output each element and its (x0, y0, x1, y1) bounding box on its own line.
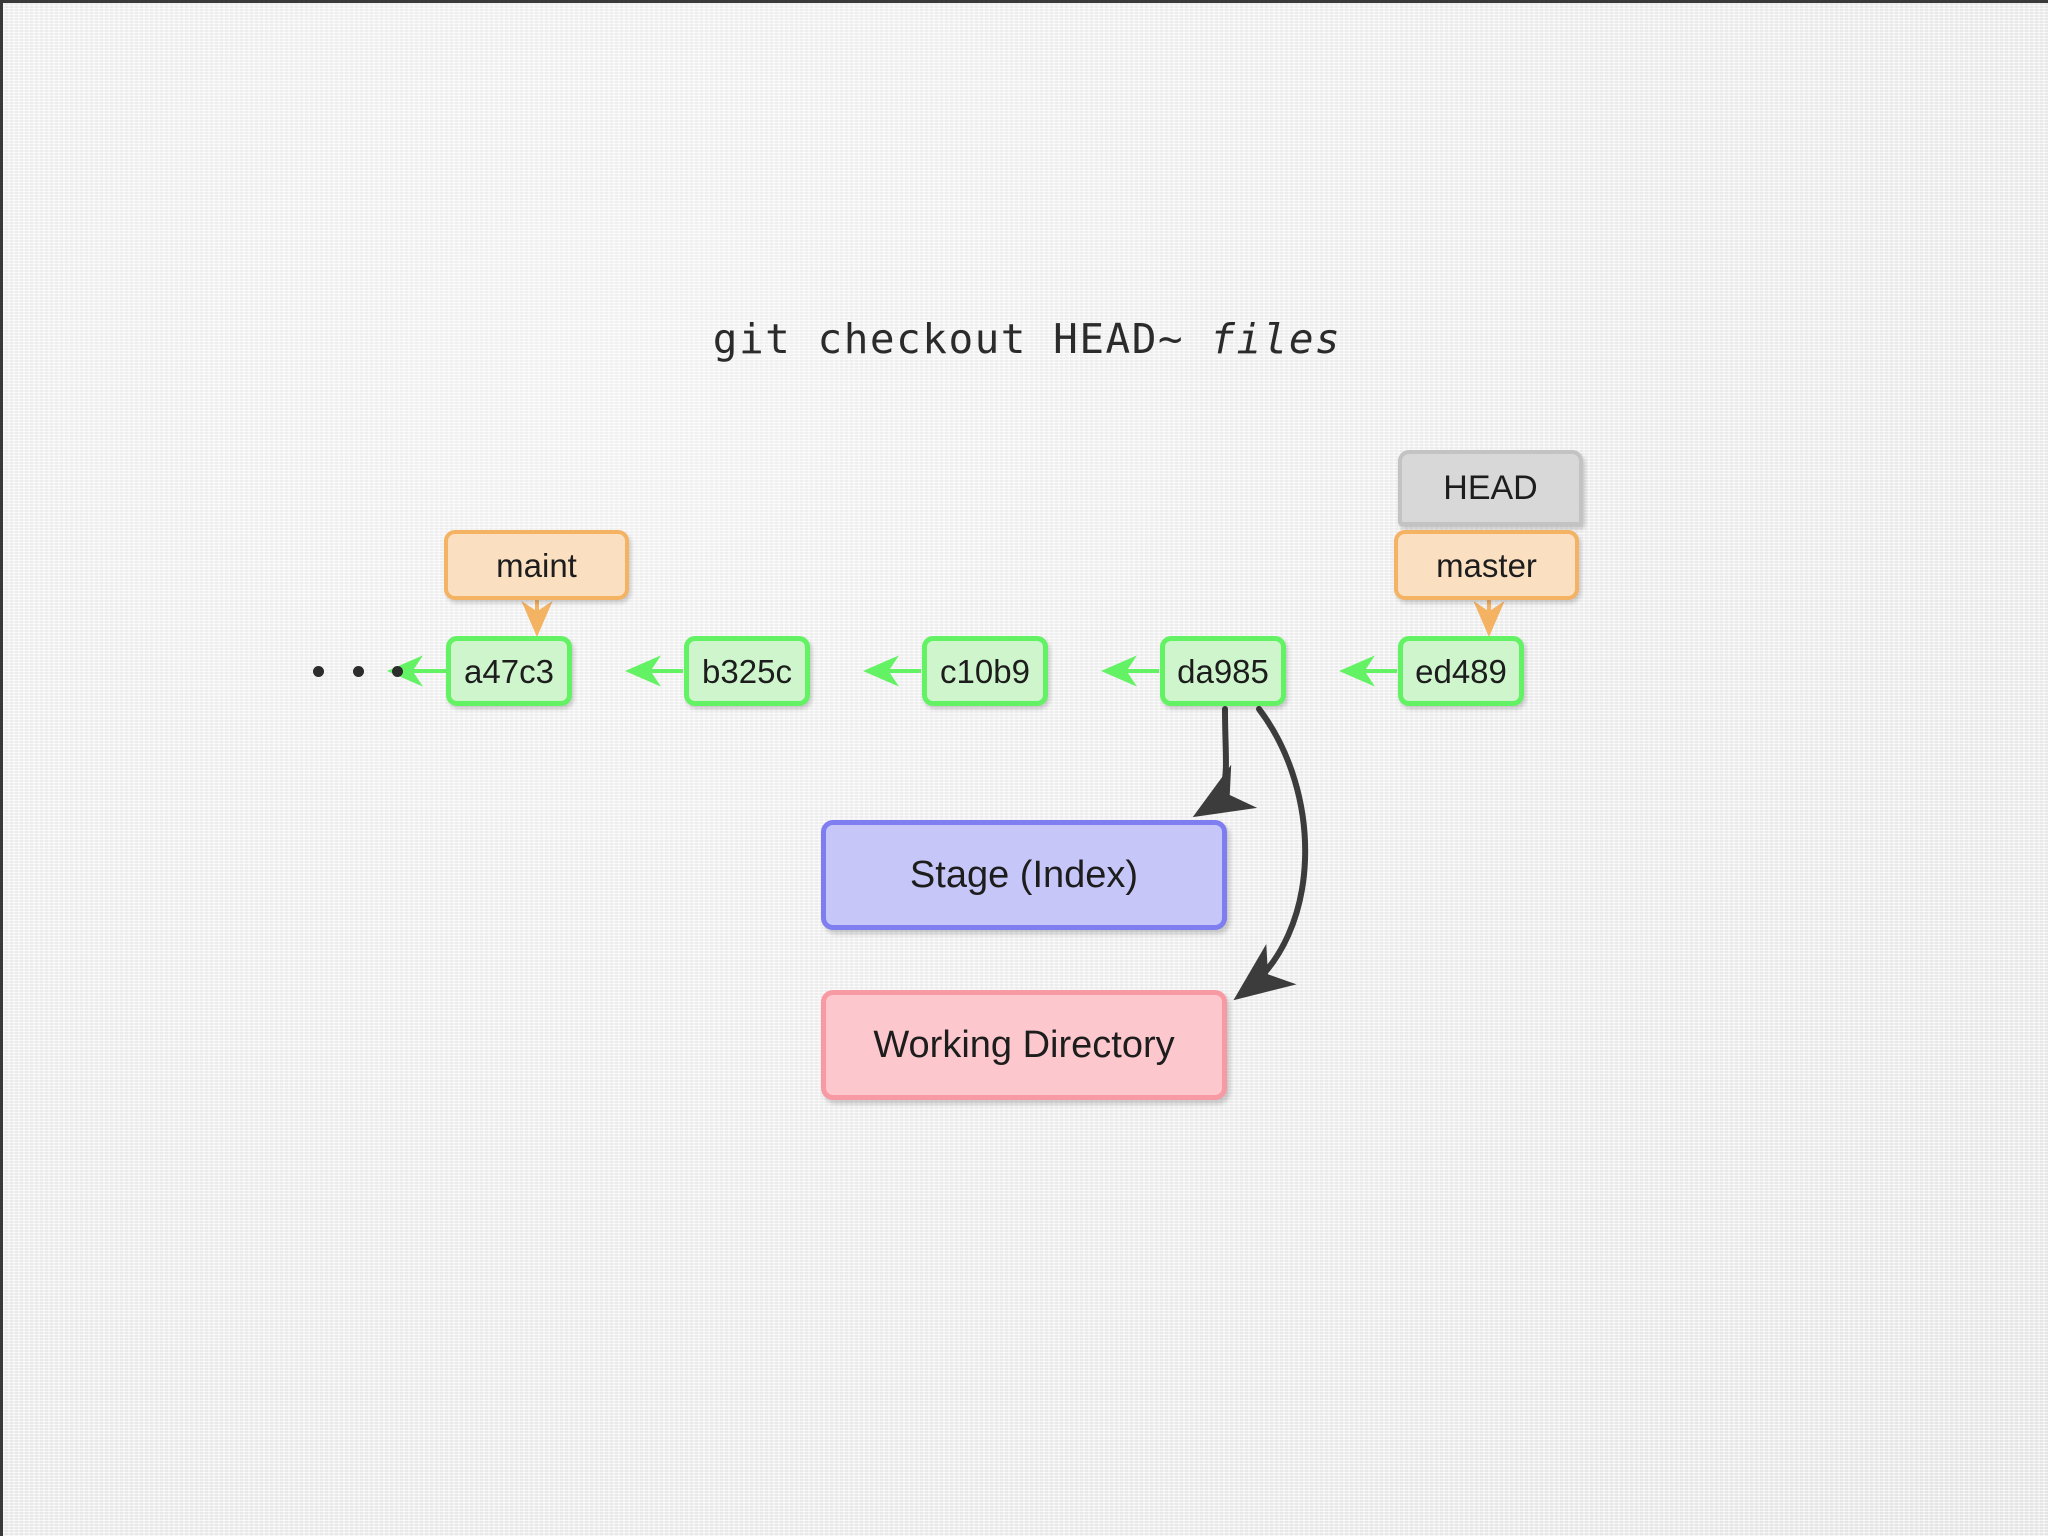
ellipsis-dot (313, 665, 324, 677)
arrow-da985-to-working-directory (1233, 706, 1309, 1001)
head-label: HEAD (1443, 469, 1538, 507)
commit-node-ed489[interactable]: ed489 (1398, 636, 1524, 706)
ellipsis-dot (392, 665, 403, 677)
stage-index-label: Stage (Index) (909, 854, 1139, 896)
commit-label: b325c (702, 652, 792, 690)
commit-label: da985 (1177, 652, 1269, 690)
commit-node-b325c[interactable]: b325c (684, 636, 810, 706)
stage-index-node[interactable]: Stage (Index) (821, 820, 1227, 930)
branch-label: maint (496, 546, 577, 584)
branch-node-maint[interactable]: maint (444, 530, 629, 600)
commit-node-a47c3[interactable]: a47c3 (446, 636, 572, 706)
ellipsis-dot (352, 665, 364, 677)
branch-node-master[interactable]: master (1394, 530, 1579, 600)
branch-pointer-arrows (521, 600, 1505, 637)
commit-label: c10b9 (940, 652, 1030, 690)
commit-label: a47c3 (464, 652, 554, 690)
arrow-da985-to-stage (1192, 706, 1258, 818)
commit-node-c10b9[interactable]: c10b9 (922, 636, 1048, 706)
page-title: git checkout HEAD~ files (3, 315, 2048, 363)
arrow-layer (387, 600, 1505, 1001)
title-argument: files (1210, 315, 1342, 363)
branch-label: master (1436, 546, 1537, 584)
title-command: git checkout HEAD~ (712, 315, 1211, 363)
head-node[interactable]: HEAD (1398, 450, 1583, 526)
working-directory-label: Working Directory (873, 1024, 1175, 1066)
commit-node-da985[interactable]: da985 (1160, 636, 1286, 706)
working-directory-node[interactable]: Working Directory (821, 990, 1227, 1100)
ellipsis-indicator (313, 656, 403, 686)
commit-label: ed489 (1415, 652, 1507, 690)
